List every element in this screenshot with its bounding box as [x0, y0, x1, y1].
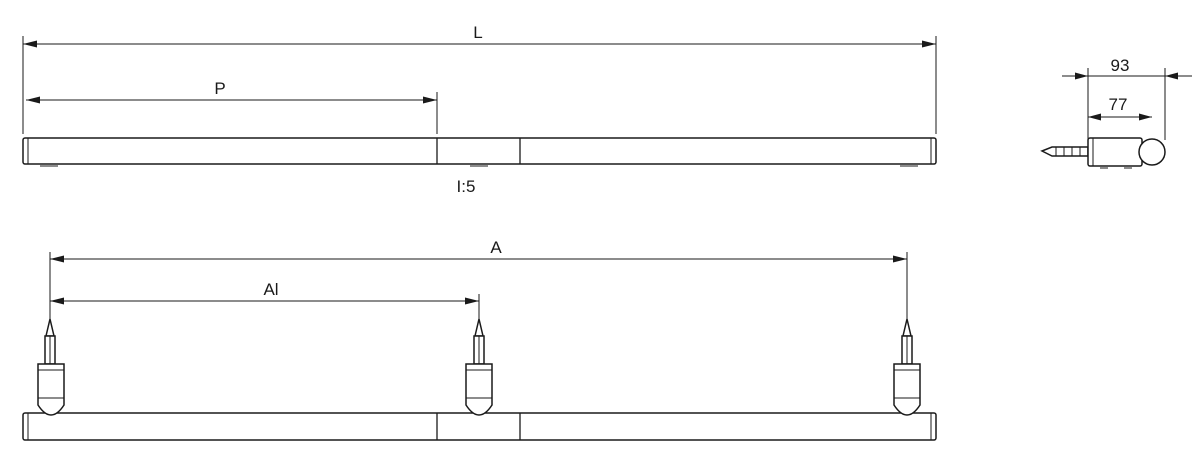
dimension-93: 93 — [1062, 56, 1192, 80]
dimension-77: 77 — [1088, 95, 1152, 121]
bracket-right — [893, 318, 921, 416]
rail-bar-bottom — [22, 412, 937, 441]
bracket-middle — [465, 318, 493, 416]
bracket-side — [1040, 137, 1166, 169]
dimension-P: P — [26, 79, 437, 104]
dimension-Al: Al — [50, 280, 479, 305]
dimension-label-P: P — [214, 79, 225, 98]
dimension-A: A — [50, 238, 907, 263]
dimension-L: L — [23, 23, 936, 48]
dimension-label-77: 77 — [1109, 95, 1128, 114]
dimension-label-93: 93 — [1111, 56, 1130, 75]
side-view: 93 77 — [1040, 56, 1192, 169]
bracket-left — [37, 318, 65, 416]
scale-label: I:5 — [457, 177, 476, 196]
rail-bar-top — [22, 137, 937, 167]
top-view: L P I:5 — [22, 23, 937, 196]
bottom-view: A Al — [22, 238, 937, 441]
dimension-label-A: A — [490, 238, 502, 257]
dimension-label-Al: Al — [263, 280, 278, 299]
dimension-label-L: L — [473, 23, 482, 42]
